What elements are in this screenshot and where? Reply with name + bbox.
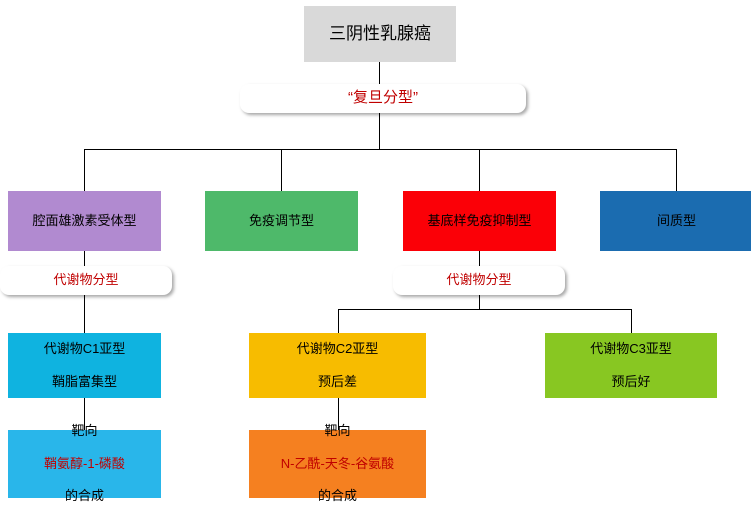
metabolic-subtype-text-2: 代谢物C2亚型 预后差 [297, 325, 379, 406]
connector-meta2-down [479, 295, 480, 309]
metabolic-subtype-text-3: 代谢物C3亚型 预后好 [590, 325, 672, 406]
metabolic-subtype-line1-3: 代谢物C3亚型 [590, 341, 672, 357]
metabolic-subtype-line2-3: 预后好 [611, 373, 651, 389]
metabolic-subtype-line2-1: 鞘脂富集型 [51, 373, 117, 389]
subtype-label-3: 基底样免疫抑制型 [427, 212, 532, 228]
diagram-title: 三阴性乳腺癌 [304, 6, 456, 62]
connector-to-metasub-2 [338, 309, 339, 333]
target-line2-1: 鞘氨醇-1-磷酸 [44, 455, 125, 471]
metabolic-subtype-node-1: 代谢物C1亚型 鞘脂富集型 [8, 333, 161, 398]
target-node-2: 靶向 N-乙酰-天冬-谷氨酸 的合成 [249, 423, 426, 503]
connector-subtype-bus [84, 149, 676, 150]
connector-subtype1-to-meta [84, 251, 85, 266]
connector-meta2-bus [338, 309, 632, 310]
connector-to-subtype-3 [479, 149, 480, 191]
target-line1-1: 靶向 [71, 423, 98, 439]
connector-subtype3-to-meta [479, 251, 480, 266]
diagram-canvas: 三阴性乳腺癌 “复旦分型” 腔面雄激素受体型 免疫调节型 基底样免疫抑制型 间质… [0, 6, 751, 504]
connector-subtitle-down [379, 113, 380, 149]
subtype-label-4: 间质型 [656, 212, 696, 228]
metabolite-label-1: 代谢物分型 [0, 266, 172, 295]
connector-metasub2-to-target2 [338, 398, 339, 430]
subtype-label-1: 腔面雄激素受体型 [32, 212, 137, 228]
diagram-subtitle: “复旦分型” [240, 84, 526, 113]
metabolic-subtype-line1-2: 代谢物C2亚型 [296, 341, 379, 357]
subtype-node-4: 间质型 [600, 191, 751, 251]
metabolic-subtype-text-1: 代谢物C1亚型 鞘脂富集型 [44, 325, 126, 406]
metabolic-subtype-line2-2: 预后差 [317, 373, 357, 389]
target-line3-2: 的合成 [317, 488, 357, 504]
metabolic-subtype-node-2: 代谢物C2亚型 预后差 [249, 333, 426, 398]
connector-to-metasub-3 [631, 309, 632, 333]
metabolic-subtype-node-3: 代谢物C3亚型 预后好 [545, 333, 717, 398]
subtype-node-2: 免疫调节型 [205, 191, 358, 251]
connector-to-subtype-1 [84, 149, 85, 191]
subtype-label-2: 免疫调节型 [248, 212, 314, 228]
target-text-2: 靶向 N-乙酰-天冬-谷氨酸 的合成 [281, 407, 394, 521]
metabolite-label-2: 代谢物分型 [393, 266, 565, 295]
connector-title-to-subtitle [379, 62, 380, 84]
target-line2-2: N-乙酰-天冬-谷氨酸 [280, 455, 395, 471]
target-line3-1: 的合成 [64, 488, 104, 504]
target-node-1: 靶向 鞘氨醇-1-磷酸 的合成 [8, 423, 161, 503]
metabolic-subtype-line1-1: 代谢物C1亚型 [43, 341, 126, 357]
target-line1-2: 靶向 [324, 423, 351, 439]
subtype-node-3: 基底样免疫抑制型 [403, 191, 556, 251]
target-text-1: 靶向 鞘氨醇-1-磷酸 的合成 [44, 407, 125, 521]
connector-metasub1-to-target1 [84, 398, 85, 430]
subtype-node-1: 腔面雄激素受体型 [8, 191, 161, 251]
connector-to-subtype-4 [676, 149, 677, 191]
connector-to-subtype-2 [281, 149, 282, 191]
connector-meta1-down [84, 295, 85, 333]
